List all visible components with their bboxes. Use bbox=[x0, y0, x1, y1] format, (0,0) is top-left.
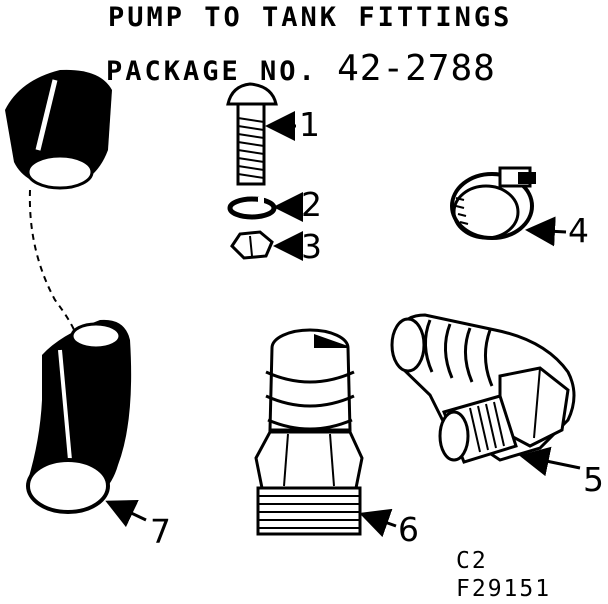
lock-washer-icon bbox=[227, 196, 277, 220]
package-number: 42-2788 bbox=[337, 48, 496, 89]
callout-5: 5 bbox=[583, 460, 604, 499]
callout-2: 2 bbox=[301, 185, 322, 224]
callout-1: 1 bbox=[299, 105, 320, 144]
hose-clamp-icon bbox=[450, 166, 536, 240]
hex-nut-icon bbox=[230, 230, 274, 260]
callout-7: 7 bbox=[150, 512, 171, 551]
diagram-title: PUMP TO TANK FITTINGS bbox=[108, 2, 513, 33]
package-line: PACKAGE NO. 42-2788 bbox=[106, 48, 608, 89]
figure-number: F29151 bbox=[456, 576, 552, 602]
callout-4: 4 bbox=[568, 211, 589, 250]
callout-3: 3 bbox=[301, 227, 322, 266]
bolt-icon bbox=[226, 82, 278, 186]
elbow-fitting-icon bbox=[390, 313, 576, 464]
callout-6: 6 bbox=[398, 510, 419, 549]
hose-barb-adapter-icon bbox=[254, 328, 364, 536]
hose-icon bbox=[5, 69, 132, 514]
package-label: PACKAGE NO. bbox=[106, 56, 318, 87]
drawing-code: C2 bbox=[456, 548, 488, 574]
